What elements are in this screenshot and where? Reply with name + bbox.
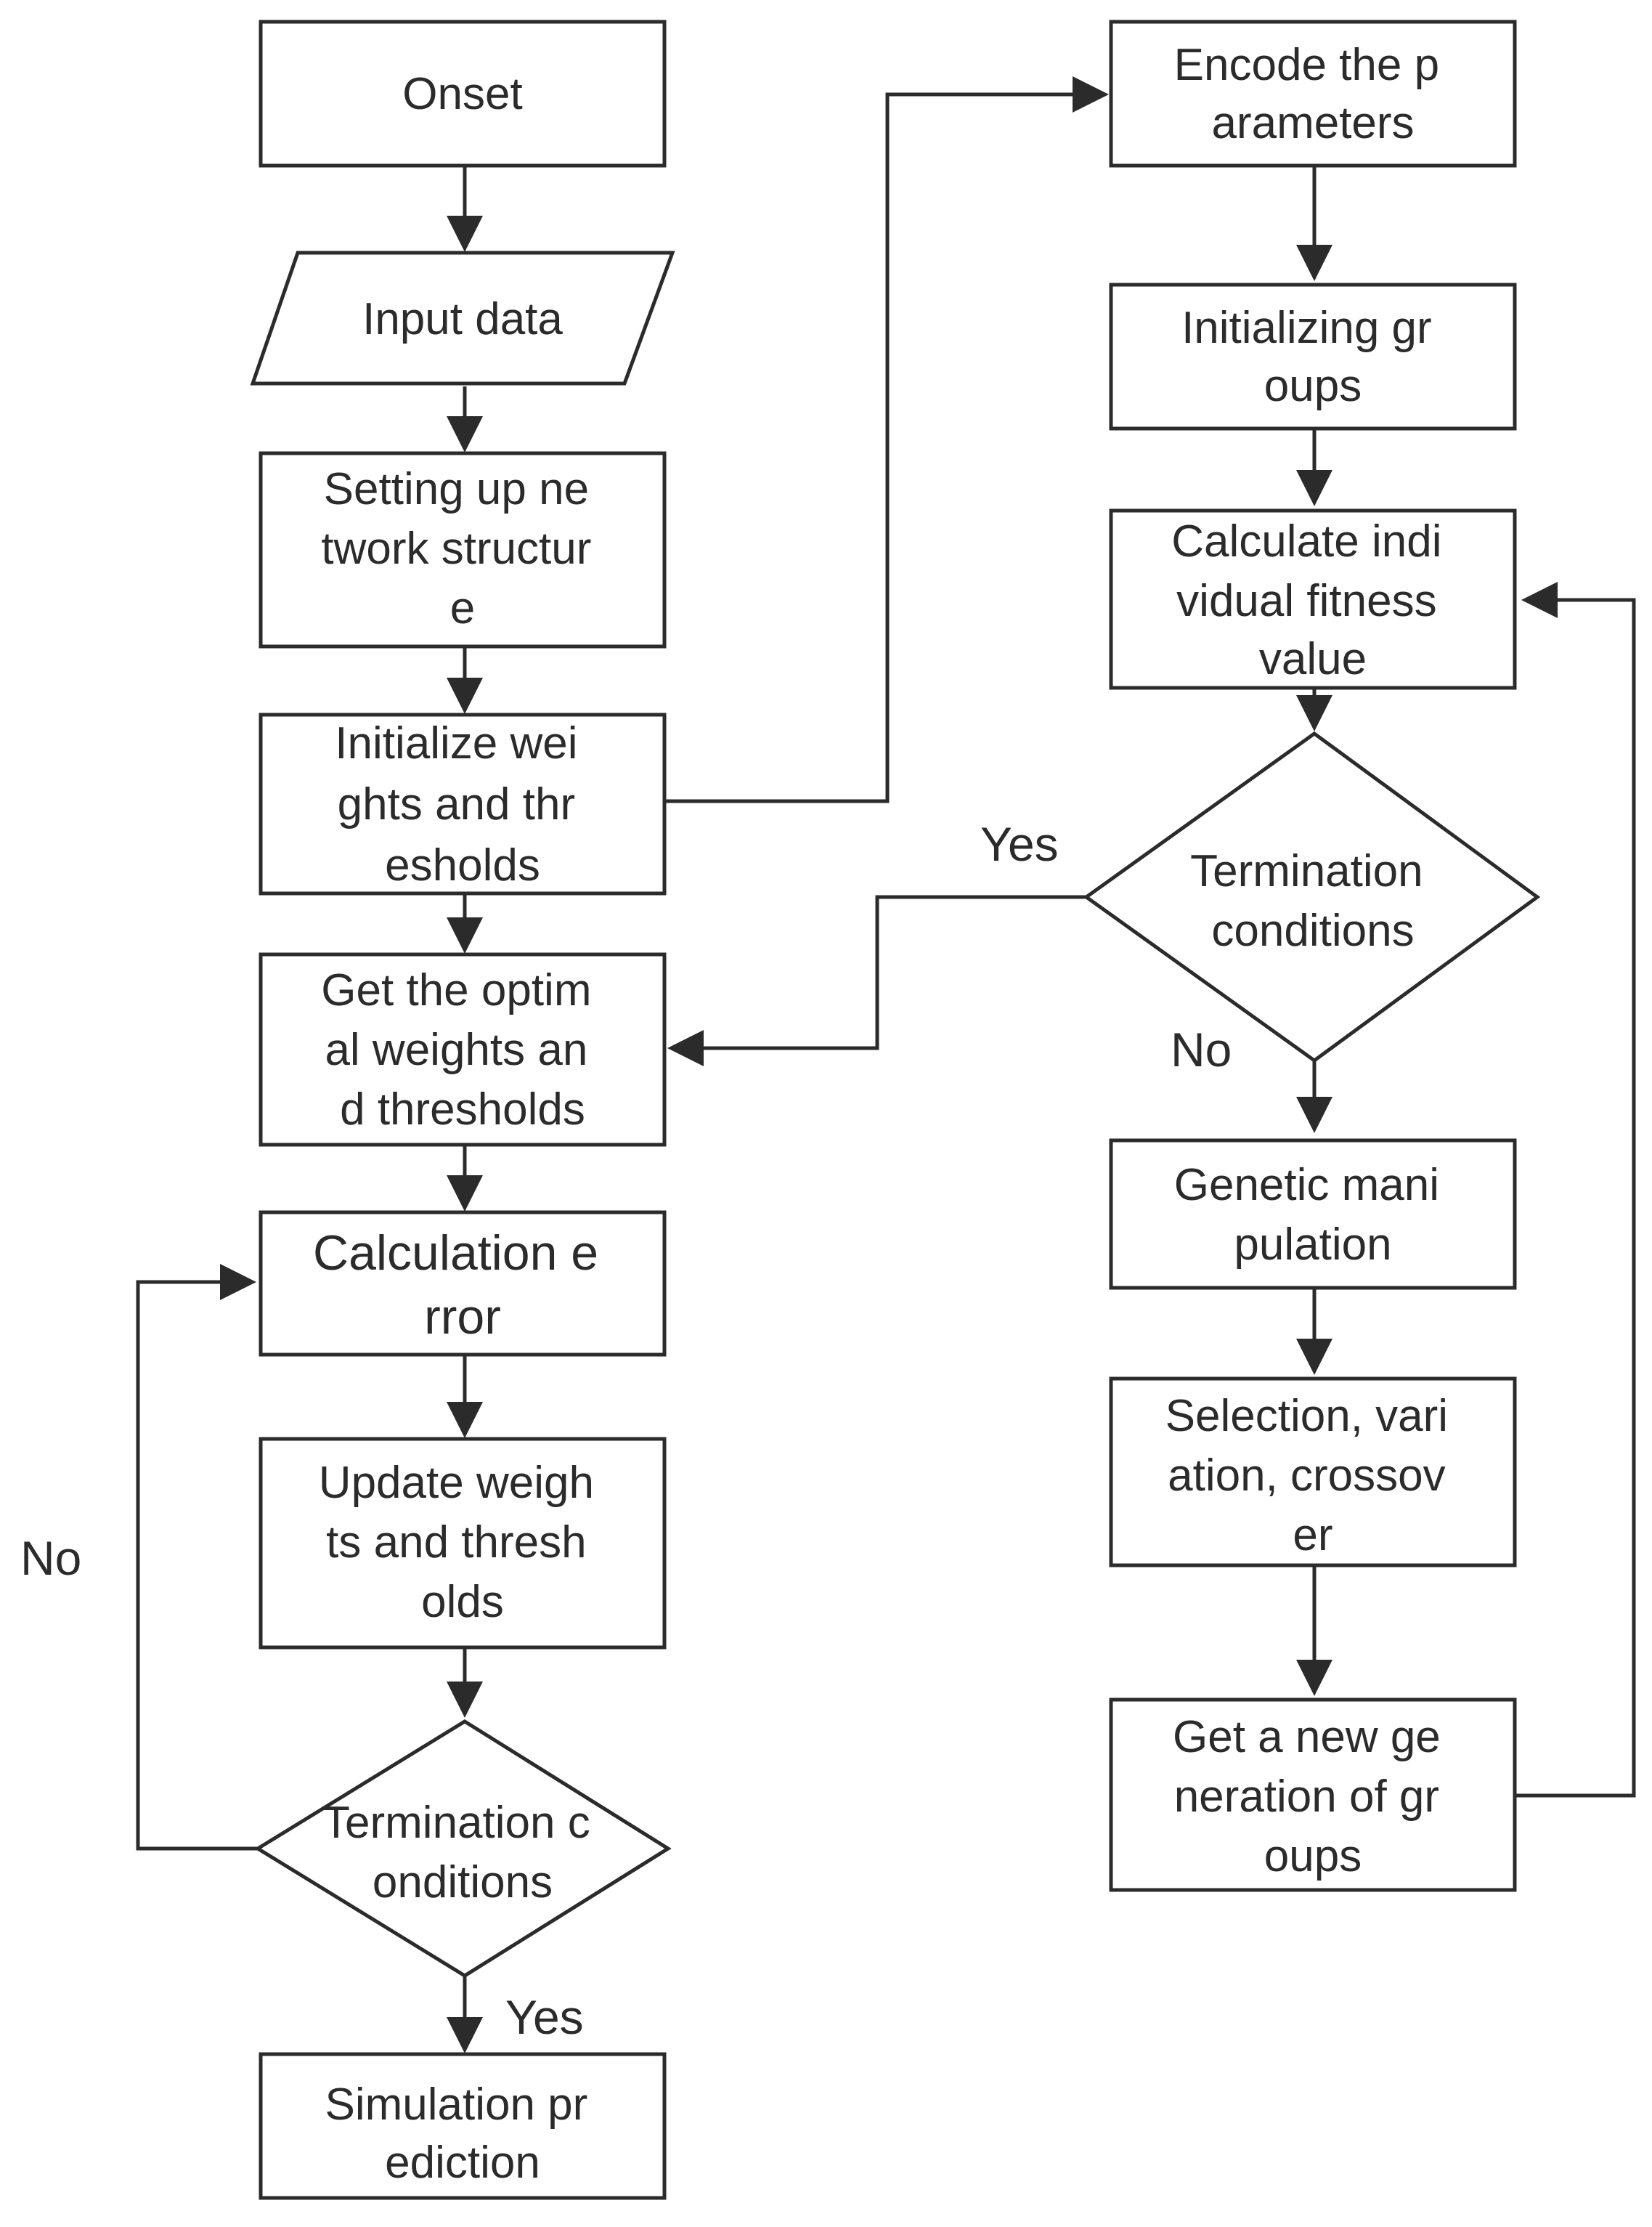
init-weights-line: Initialize wei [335, 718, 577, 768]
init-weights-text: Initialize wei ghts and thr esholds [335, 718, 590, 891]
node-onset: Onset [259, 20, 667, 168]
fitness-text: Calculate indi vidual fitness value [1171, 516, 1454, 684]
edge-newgen-loop [1514, 582, 1636, 1798]
setup-network-text: Setting up ne twork structur e [321, 464, 603, 633]
optimal-weights-box [259, 952, 667, 1147]
node-termination-left: Termination c onditions [254, 1719, 672, 1978]
simulation-box [259, 2052, 667, 2200]
update-weights-text: Update weigh ts and thresh olds [319, 1458, 606, 1627]
node-init-groups: Initializing gr oups [1109, 283, 1517, 431]
encode-text: Encode the p arameters [1174, 40, 1452, 148]
init-groups-box [1109, 283, 1517, 431]
label-no-right: No [1171, 1023, 1232, 1076]
update-weights-line: Update weigh [319, 1458, 594, 1508]
selection-line: ation, crossov [1168, 1451, 1446, 1501]
selection-line: er [1293, 1510, 1332, 1560]
calc-error-line: rror [424, 1289, 501, 1344]
optimal-weights-text: Get the optim al weights an d thresholds [321, 965, 603, 1135]
genetic-line: Genetic mani [1174, 1160, 1439, 1210]
new-generation-text: Get a new ge neration of gr oups [1173, 1712, 1453, 1881]
encode-line: Encode the p [1174, 40, 1439, 90]
node-update-weights: Update weigh ts and thresh olds [259, 1437, 667, 1650]
label-no-left: No [20, 1531, 81, 1585]
setup-network-box [259, 451, 667, 649]
onset-box [259, 20, 667, 168]
update-weights-box [259, 1437, 667, 1650]
simulation-line: Simulation pr [325, 2080, 587, 2130]
fitness-line: value [1259, 634, 1367, 684]
node-simulation: Simulation pr ediction [259, 2052, 667, 2200]
termination-left-line: Termination c [322, 1798, 590, 1848]
termination-right-line: conditions [1211, 906, 1414, 956]
edge-termleft-no-loop [136, 1264, 258, 1851]
node-encode: Encode the p arameters [1109, 20, 1517, 168]
optimal-weights-line: Get the optim [321, 965, 591, 1015]
new-generation-line: neration of gr [1174, 1772, 1439, 1822]
node-init-weights: Initialize wei ghts and thr esholds [259, 713, 667, 896]
node-new-generation: Get a new ge neration of gr oups [1109, 1697, 1517, 1892]
termination-left-text: Termination c onditions [322, 1798, 603, 1907]
setup-network-line: e [450, 583, 475, 633]
node-optimal-weights: Get the optim al weights an d thresholds [259, 952, 667, 1147]
update-weights-line: olds [421, 1577, 504, 1627]
termination-right-line: Termination [1190, 846, 1423, 896]
selection-text: Selection, vari ation, crossov er [1165, 1391, 1461, 1560]
termination-right-diamond [1083, 731, 1541, 1063]
node-fitness: Calculate indi vidual fitness value [1109, 508, 1517, 690]
onset-text: Onset [402, 69, 522, 119]
new-generation-line: oups [1264, 1831, 1362, 1881]
input-data-parallelogram [250, 251, 675, 386]
edges [136, 76, 1636, 2053]
init-weights-line: esholds [385, 840, 540, 891]
setup-network-line: Setting up ne [324, 464, 589, 514]
label-yes-right: Yes [980, 817, 1059, 871]
termination-left-line: onditions [373, 1857, 553, 1907]
node-input-data: Input data [250, 251, 675, 386]
encode-line: arameters [1211, 98, 1414, 148]
init-groups-line: Initializing gr [1181, 303, 1432, 353]
fitness-line: vidual fitness [1176, 576, 1436, 626]
new-generation-box [1109, 1697, 1517, 1892]
simulation-line: ediction [385, 2138, 540, 2188]
genetic-text: Genetic mani pulation [1174, 1160, 1452, 1270]
fitness-box [1109, 508, 1517, 690]
node-termination-right: Termination conditions [1083, 731, 1541, 1063]
input-data-text: Input data [362, 294, 563, 344]
onset-line: Onset [402, 69, 522, 119]
genetic-line: pulation [1234, 1220, 1391, 1270]
termination-right-text: Termination conditions [1190, 846, 1436, 956]
calc-error-line: Calculation e [313, 1225, 598, 1281]
selection-line: Selection, vari [1165, 1391, 1448, 1441]
node-selection: Selection, vari ation, crossov er [1109, 1376, 1517, 1567]
encode-box [1109, 20, 1517, 168]
calc-error-text: Calculation e rror [313, 1225, 612, 1344]
selection-box [1109, 1376, 1517, 1567]
node-setup-network: Setting up ne twork structur e [259, 451, 667, 649]
update-weights-line: ts and thresh [326, 1517, 586, 1567]
setup-network-line: twork structur [321, 524, 591, 574]
optimal-weights-line: d thresholds [340, 1084, 585, 1135]
node-calc-error: Calculation e rror [259, 1210, 667, 1357]
node-genetic: Genetic mani pulation [1109, 1138, 1517, 1290]
termination-left-diamond [254, 1719, 672, 1978]
init-groups-text: Initializing gr oups [1181, 303, 1444, 411]
new-generation-line: Get a new ge [1173, 1712, 1441, 1762]
input-data-line: Input data [362, 294, 563, 344]
simulation-text: Simulation pr ediction [325, 2080, 600, 2188]
label-yes-left: Yes [505, 1990, 584, 2044]
init-groups-line: oups [1264, 361, 1362, 411]
calc-error-box [259, 1210, 667, 1357]
fitness-line: Calculate indi [1171, 516, 1441, 567]
edge-termright-yes [667, 895, 1086, 1066]
edge-init-to-encode [665, 76, 1109, 803]
init-weights-line: ghts and thr [338, 779, 575, 829]
genetic-box [1109, 1138, 1517, 1290]
init-weights-box [259, 713, 667, 896]
optimal-weights-line: al weights an [325, 1025, 587, 1075]
